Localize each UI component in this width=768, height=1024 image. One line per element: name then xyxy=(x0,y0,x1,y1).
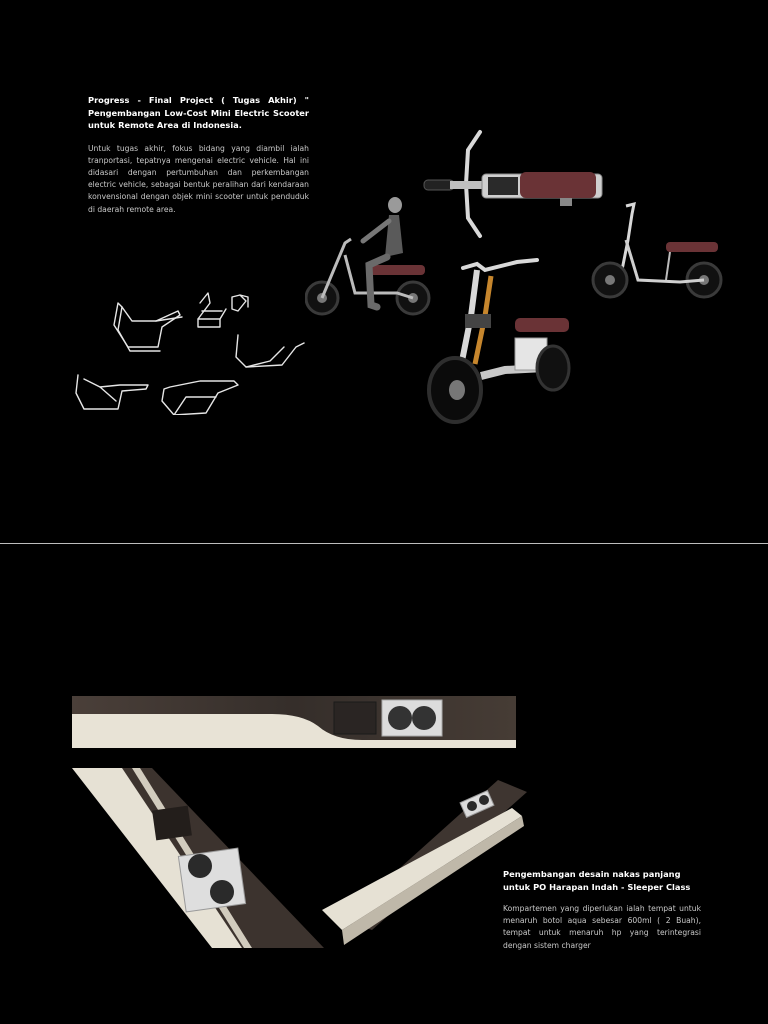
scooter-project-description: Progress - Final Project ( Tugas Akhir) … xyxy=(88,94,309,216)
nakas-perspective-right-illustration xyxy=(322,780,527,945)
nakas-perspective-left-illustration xyxy=(72,768,324,948)
scooter-top-view-illustration xyxy=(423,130,603,238)
section-divider xyxy=(0,543,768,544)
nakas-project-title: Pengembangan desain nakas panjang untuk … xyxy=(503,869,691,892)
scooter-side-view-illustration xyxy=(591,201,723,299)
nakas-project-body: Kompartemen yang diperlukan ialah tempat… xyxy=(503,904,701,950)
nakas-project-description: Pengembangan desain nakas panjang untuk … xyxy=(503,868,701,952)
nakas-top-view-illustration xyxy=(72,696,516,748)
scooter-rider-side-view-illustration xyxy=(305,197,431,316)
scooter-project-body: Untuk tugas akhir, fokus bidang yang dia… xyxy=(88,143,309,214)
frame-sketches-illustration xyxy=(75,292,305,415)
scooter-perspective-illustration xyxy=(427,258,571,424)
scooter-project-title: Progress - Final Project ( Tugas Akhir) … xyxy=(88,95,309,130)
